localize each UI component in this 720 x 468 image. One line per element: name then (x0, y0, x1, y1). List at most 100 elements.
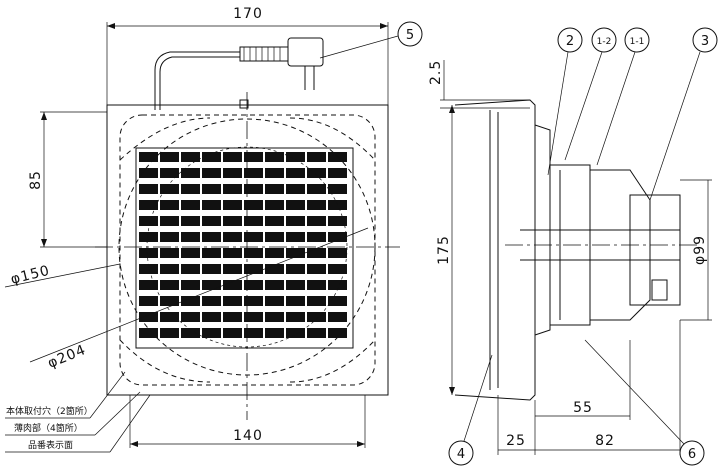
grille-slot (223, 280, 242, 290)
grille-slot (244, 296, 263, 306)
grille-slot (139, 184, 158, 194)
callout-3: 3 (701, 34, 709, 49)
grille-slot (202, 216, 221, 226)
height-85-dimension: 85 (28, 170, 44, 190)
grille-slot (202, 312, 221, 322)
grille-slot (223, 296, 242, 306)
grille-slot (181, 200, 200, 210)
flange-25-dimension: 25 (506, 433, 526, 449)
grille-slot (265, 280, 284, 290)
grille-slot (244, 312, 263, 322)
grille-slot (265, 216, 284, 226)
grille-slot (202, 152, 221, 162)
grille-slot (181, 216, 200, 226)
grille-slot (328, 312, 347, 322)
grille-slot (328, 168, 347, 178)
grille-slot (139, 232, 158, 242)
grille-slot (160, 184, 179, 194)
grille-slot (139, 152, 158, 162)
note-thin-parts: 薄肉部（4箇所） (14, 422, 83, 434)
grille-slot (286, 200, 305, 210)
grille-slot (265, 264, 284, 274)
grille-slot (286, 216, 305, 226)
grille-slot (181, 248, 200, 258)
phi-99-dimension: φ99 (692, 235, 708, 265)
grille-slot (181, 280, 200, 290)
grille-slot (181, 328, 200, 338)
grille-slot (286, 168, 305, 178)
grille-slot (265, 184, 284, 194)
grille-slot (244, 216, 263, 226)
callout-1-1: 1-1 (630, 37, 645, 47)
phi-150-dimension: φ150 (9, 263, 52, 288)
width-dimension: 170 (233, 6, 263, 22)
grille-slot (286, 296, 305, 306)
grille-slot (160, 296, 179, 306)
grille-slot (160, 152, 179, 162)
grille-slot (307, 328, 326, 338)
grille-slot (265, 168, 284, 178)
callout-4: 4 (457, 447, 465, 462)
grille-slot (181, 168, 200, 178)
grille-slot (223, 312, 242, 322)
grille-slot (223, 152, 242, 162)
grille-slot (328, 264, 347, 274)
grille-slot (286, 232, 305, 242)
grille-slot (286, 152, 305, 162)
grille-slot (307, 264, 326, 274)
grille-slot (265, 328, 284, 338)
grille-slot (202, 264, 221, 274)
grille-slot (181, 312, 200, 322)
grille-slot (181, 232, 200, 242)
grille-slot (181, 184, 200, 194)
callout-5: 5 (406, 28, 414, 43)
note-label-surface: 品番表示面 (28, 439, 73, 451)
grille-slot (328, 280, 347, 290)
grille-slot (160, 280, 179, 290)
grille-slot (160, 200, 179, 210)
grille-slot (286, 184, 305, 194)
grille-slot (265, 296, 284, 306)
grille-slot (202, 184, 221, 194)
grille-slot (244, 200, 263, 210)
grille-slot (181, 152, 200, 162)
grille-slot (244, 152, 263, 162)
grille-slot (307, 200, 326, 210)
grille-slot (160, 232, 179, 242)
grille-slot (139, 264, 158, 274)
grille-slot (139, 280, 158, 290)
grille-slot (202, 248, 221, 258)
grille-slot (202, 200, 221, 210)
grille-slot (139, 296, 158, 306)
grille-slot (286, 264, 305, 274)
grille-slot (139, 248, 158, 258)
grille-slot (265, 200, 284, 210)
note-mount-holes: 本体取付穴（2箇所） (6, 405, 93, 417)
grille-slot (202, 168, 221, 178)
callout-2: 2 (566, 34, 574, 49)
front-view: 170 5 85 (4, 6, 423, 453)
grille-slot (328, 232, 347, 242)
grille-slot (265, 232, 284, 242)
grille-slot (202, 280, 221, 290)
grille-slot (160, 248, 179, 258)
front-grille (135, 147, 354, 349)
grille-slot (286, 248, 305, 258)
grille-slot (160, 328, 179, 338)
grille-slot (244, 328, 263, 338)
grille-slot (181, 296, 200, 306)
grille-slot (160, 312, 179, 322)
mount-140-dimension: 140 (233, 428, 263, 444)
grille-slot (307, 216, 326, 226)
grille-slot (307, 152, 326, 162)
grille-slot (202, 328, 221, 338)
height-175-dimension: 175 (436, 235, 452, 265)
grille-slot (328, 184, 347, 194)
grille-slot (286, 280, 305, 290)
grille-slot (244, 264, 263, 274)
grille-slot (160, 168, 179, 178)
grille-slot (223, 264, 242, 274)
callout-6: 6 (688, 447, 696, 462)
grille-slot (160, 216, 179, 226)
